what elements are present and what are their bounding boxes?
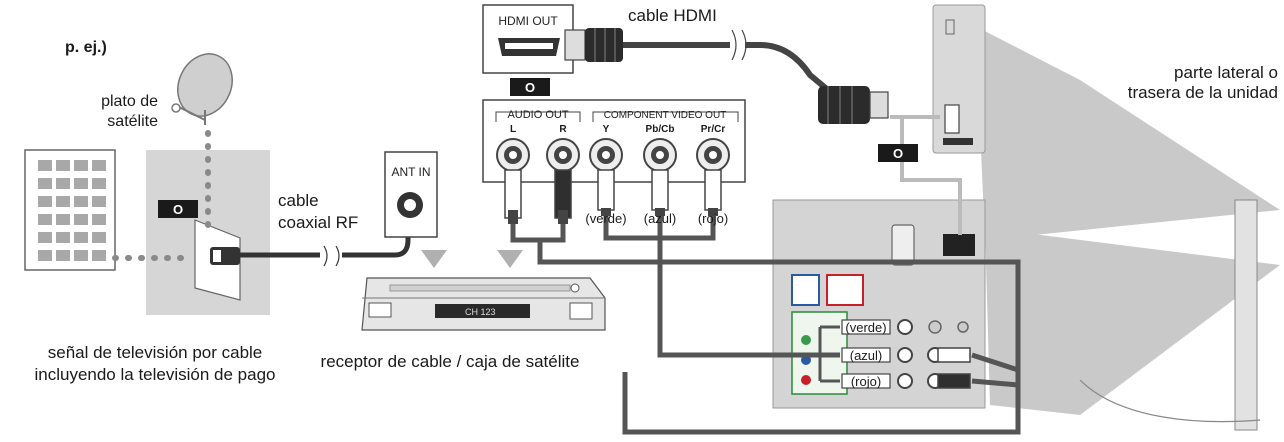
- tv-color-label-verde: (verde): [845, 320, 886, 335]
- tv-frame: [1234, 199, 1258, 431]
- badge-hdmi-out-label: O: [525, 80, 535, 95]
- rca-jack-icon: [696, 138, 730, 172]
- tv-vga-port: [891, 224, 915, 266]
- badge-satellite-label: O: [173, 202, 183, 217]
- color-label-rojo: (rojo): [698, 211, 728, 226]
- coax-cable: [240, 215, 411, 258]
- color-label-azul: (azul): [644, 211, 677, 226]
- badge-tv-hdmi: [878, 144, 918, 162]
- unit-caption-line2: trasera de la unidad: [1128, 83, 1278, 102]
- tv-jack: [897, 319, 913, 335]
- audio-out-label: AUDIO OUT: [507, 109, 568, 121]
- component-cable: [818, 325, 840, 383]
- color-label-verde: (verde): [585, 211, 626, 226]
- cable-break: [323, 245, 340, 267]
- rca-plug-green-icon: [597, 169, 615, 216]
- rca-jack-icon: [496, 138, 530, 172]
- audio-cable: [540, 224, 566, 243]
- hdmi-cable-label: cable HDMI: [628, 6, 717, 25]
- satellite-label-line1: plato de: [101, 93, 158, 110]
- jack-label-r: R: [559, 124, 567, 135]
- building-icon: [24, 149, 116, 271]
- coax-label-line2: coaxial RF: [278, 213, 358, 232]
- pc-in-block: [791, 274, 820, 306]
- ant-in-label: ANT IN: [391, 165, 430, 179]
- tv-rear-hdmi-port: [943, 234, 975, 256]
- hdmi-out-label: HDMI OUT: [498, 14, 558, 28]
- badge-satellite: [158, 200, 198, 218]
- tv-side-wedge-lower: [985, 228, 1280, 415]
- component-bracket: [592, 111, 739, 122]
- jack-label-l: L: [510, 124, 516, 135]
- rca-plug-icon: [841, 347, 891, 363]
- down-arrow-icon: [497, 250, 523, 268]
- cable-break: [731, 29, 747, 61]
- unit-caption-line1: parte lateral o: [1174, 63, 1278, 82]
- service-port: [945, 19, 955, 35]
- tv-jack: [897, 373, 913, 389]
- jack-label-pr: Pr/Cr: [701, 124, 726, 135]
- example-label: p. ej.): [65, 39, 107, 56]
- satellite-dish-icon: [171, 53, 233, 125]
- audio-cable-tv: [971, 352, 1019, 388]
- ant-in-connector-icon: [397, 192, 423, 218]
- rca-plug-red-icon: [554, 169, 572, 224]
- hdmi-plug-icon: [564, 28, 623, 62]
- rca-plug-white-icon: [937, 347, 971, 363]
- rca-jack-icon: [589, 138, 623, 172]
- tv-jack: [928, 320, 942, 334]
- tv-jack: [957, 321, 969, 333]
- jack-red: [801, 375, 811, 385]
- tv-hdmi-port: [944, 104, 960, 134]
- hdmi-cable: [620, 42, 842, 103]
- hdmi-plug-icon: [818, 86, 889, 124]
- tv-jack: [897, 347, 913, 363]
- rca-plug-icon: [841, 373, 891, 389]
- jack-label-pb: Pb/Cb: [646, 124, 675, 135]
- signal-caption-line1: señal de televisión por cable: [48, 343, 263, 362]
- tv-color-label-azul: (azul): [850, 348, 883, 363]
- audio-bracket: [495, 111, 581, 122]
- receiver-caption: receptor de cable / caja de satélite: [321, 352, 580, 371]
- rca-plug-blue-icon: [651, 169, 669, 216]
- down-arrow-icon: [421, 250, 447, 268]
- tv-side-wedge-upper: [940, 8, 1280, 240]
- tv-stand: [1079, 379, 1261, 423]
- rca-plug-icon: [841, 319, 891, 335]
- tv-color-label-rojo: (rojo): [851, 374, 881, 389]
- component-out-label: COMPONENT VIDEO OUT: [604, 110, 727, 121]
- receiver-display: CH 123: [465, 307, 496, 317]
- jack-green: [801, 335, 811, 345]
- hdmi-port-icon: [498, 38, 560, 56]
- tv-hdmi-label: [943, 138, 973, 145]
- rca-plug-red-icon: [937, 373, 971, 389]
- signal-caption-line2: incluyendo la televisión de pago: [34, 365, 275, 384]
- coax-plug-icon: [210, 247, 240, 265]
- component-cable: [603, 216, 840, 358]
- receiver-box: [361, 277, 606, 331]
- jack-label-y: Y: [603, 124, 610, 135]
- satellite-label-line2: satélite: [107, 113, 158, 130]
- rca-plug-red-icon: [704, 169, 722, 216]
- coax-label-line1: cable: [278, 191, 319, 210]
- hdmi-block: [826, 274, 864, 306]
- audio-cable: [510, 224, 1021, 435]
- badge-hdmi-out: [510, 78, 550, 96]
- rca-jack-icon: [546, 138, 580, 172]
- rca-plug-white-icon: [504, 169, 522, 224]
- rca-jack-icon: [643, 138, 677, 172]
- badge-tv-hdmi-label: O: [893, 146, 903, 161]
